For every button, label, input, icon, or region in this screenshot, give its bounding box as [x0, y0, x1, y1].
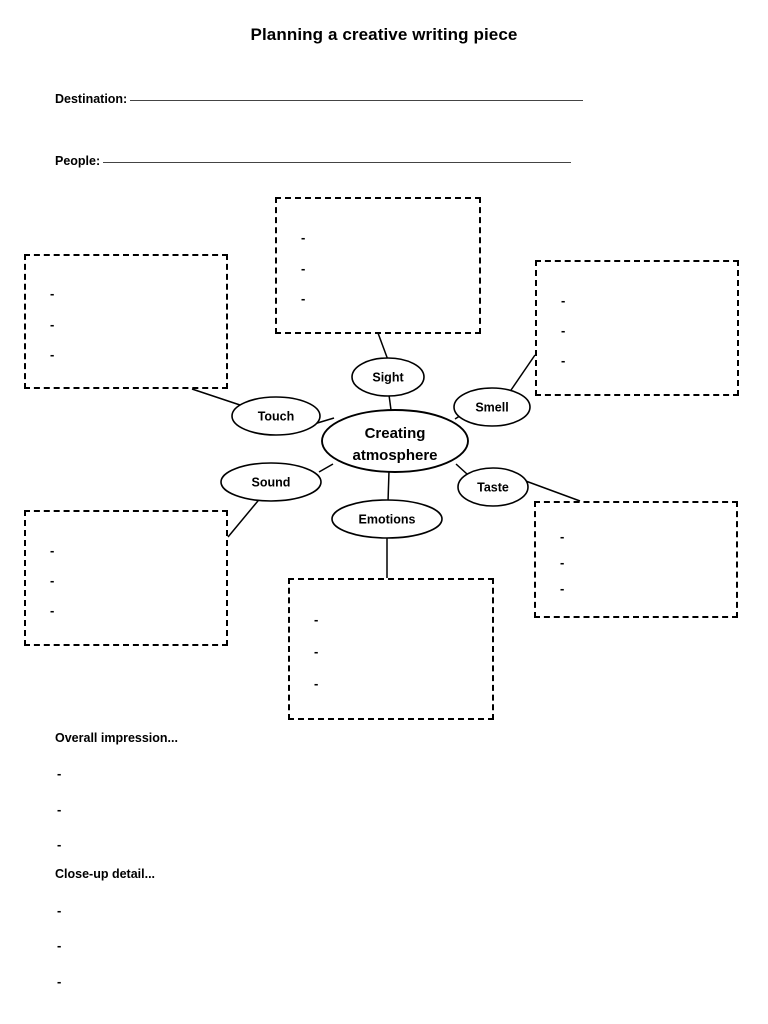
note-bullet: - — [560, 529, 565, 545]
note-box-touch[interactable]: - - - — [24, 254, 228, 389]
connector-center-sight — [388, 394, 392, 411]
prompt-bullet: - — [57, 903, 62, 918]
prompt-bullet: - — [57, 802, 62, 817]
mindmap-node-center-label-line2: atmosphere — [352, 447, 437, 464]
note-bullet: - — [301, 229, 306, 245]
field-people[interactable]: People: — [55, 154, 572, 168]
mindmap-node-smell-label: Smell — [475, 400, 508, 414]
prompt-bullet: - — [57, 938, 62, 953]
mindmap-node-sight-label: Sight — [372, 370, 404, 384]
connector-center-taste — [455, 463, 468, 475]
note-bullet: - — [50, 542, 55, 558]
prompt-heading-overall-impression: Overall impression... — [55, 731, 178, 745]
note-bullet: - — [50, 573, 55, 589]
mindmap-node-emotions[interactable] — [331, 499, 443, 539]
note-box-smell[interactable]: - - - — [535, 260, 739, 396]
connector-smell-to-box — [508, 354, 536, 394]
note-box-taste[interactable]: - - - — [534, 501, 738, 618]
page-title: Planning a creative writing piece — [250, 25, 518, 44]
field-destination[interactable]: Destination: — [55, 92, 584, 106]
connector-taste-to-box — [522, 479, 581, 502]
note-bullet: - — [561, 292, 566, 308]
mindmap-node-taste[interactable] — [457, 467, 529, 507]
connector-sound-to-box — [227, 495, 263, 538]
note-bullet: - — [50, 346, 55, 362]
connector-center-sound — [318, 463, 334, 473]
note-bullet: - — [560, 555, 565, 571]
mindmap-node-touch[interactable] — [231, 396, 321, 436]
note-bullet: - — [314, 643, 319, 659]
note-box-sight[interactable]: - - - — [275, 197, 481, 334]
mindmap-node-touch-label: Touch — [258, 409, 295, 423]
mindmap-node-sound[interactable] — [220, 462, 322, 502]
note-bullet: - — [50, 316, 55, 332]
field-destination-writeline[interactable] — [130, 100, 584, 101]
note-bullet: - — [50, 286, 55, 302]
mindmap-node-emotions-label: Emotions — [359, 512, 416, 526]
note-bullet: - — [560, 581, 565, 597]
field-people-label: People: — [55, 154, 101, 168]
prompt-bullet: - — [57, 766, 62, 781]
mindmap-node-smell[interactable] — [453, 387, 531, 427]
connector-sight-to-box — [377, 332, 389, 361]
note-bullet: - — [561, 353, 566, 369]
note-bullet: - — [50, 603, 55, 619]
mindmap-node-taste-label: Taste — [477, 480, 509, 494]
note-bullet: - — [561, 323, 566, 339]
mindmap-node-sound-label: Sound — [252, 475, 291, 489]
mindmap-node-center-label-line1: Creating — [365, 425, 426, 442]
note-bullet: - — [314, 675, 319, 691]
note-bullet: - — [301, 260, 306, 276]
note-bullet: - — [301, 291, 306, 307]
mindmap-node-sight[interactable] — [351, 357, 425, 397]
field-destination-label: Destination: — [55, 92, 128, 106]
prompt-bullet: - — [57, 837, 62, 852]
note-box-emotions[interactable]: - - - — [288, 578, 494, 720]
prompt-heading-close-up-detail: Close-up detail... — [55, 867, 156, 881]
connector-center-touch — [313, 417, 335, 425]
note-box-sound[interactable]: - - - — [24, 510, 228, 646]
field-people-writeline[interactable] — [103, 162, 572, 163]
prompt-bullet: - — [57, 974, 62, 989]
connector-center-smell — [454, 411, 467, 420]
connector-touch-to-box — [191, 388, 241, 406]
connector-center-emotions — [387, 470, 390, 503]
mindmap-node-center[interactable] — [321, 409, 469, 473]
note-bullet: - — [314, 612, 319, 628]
